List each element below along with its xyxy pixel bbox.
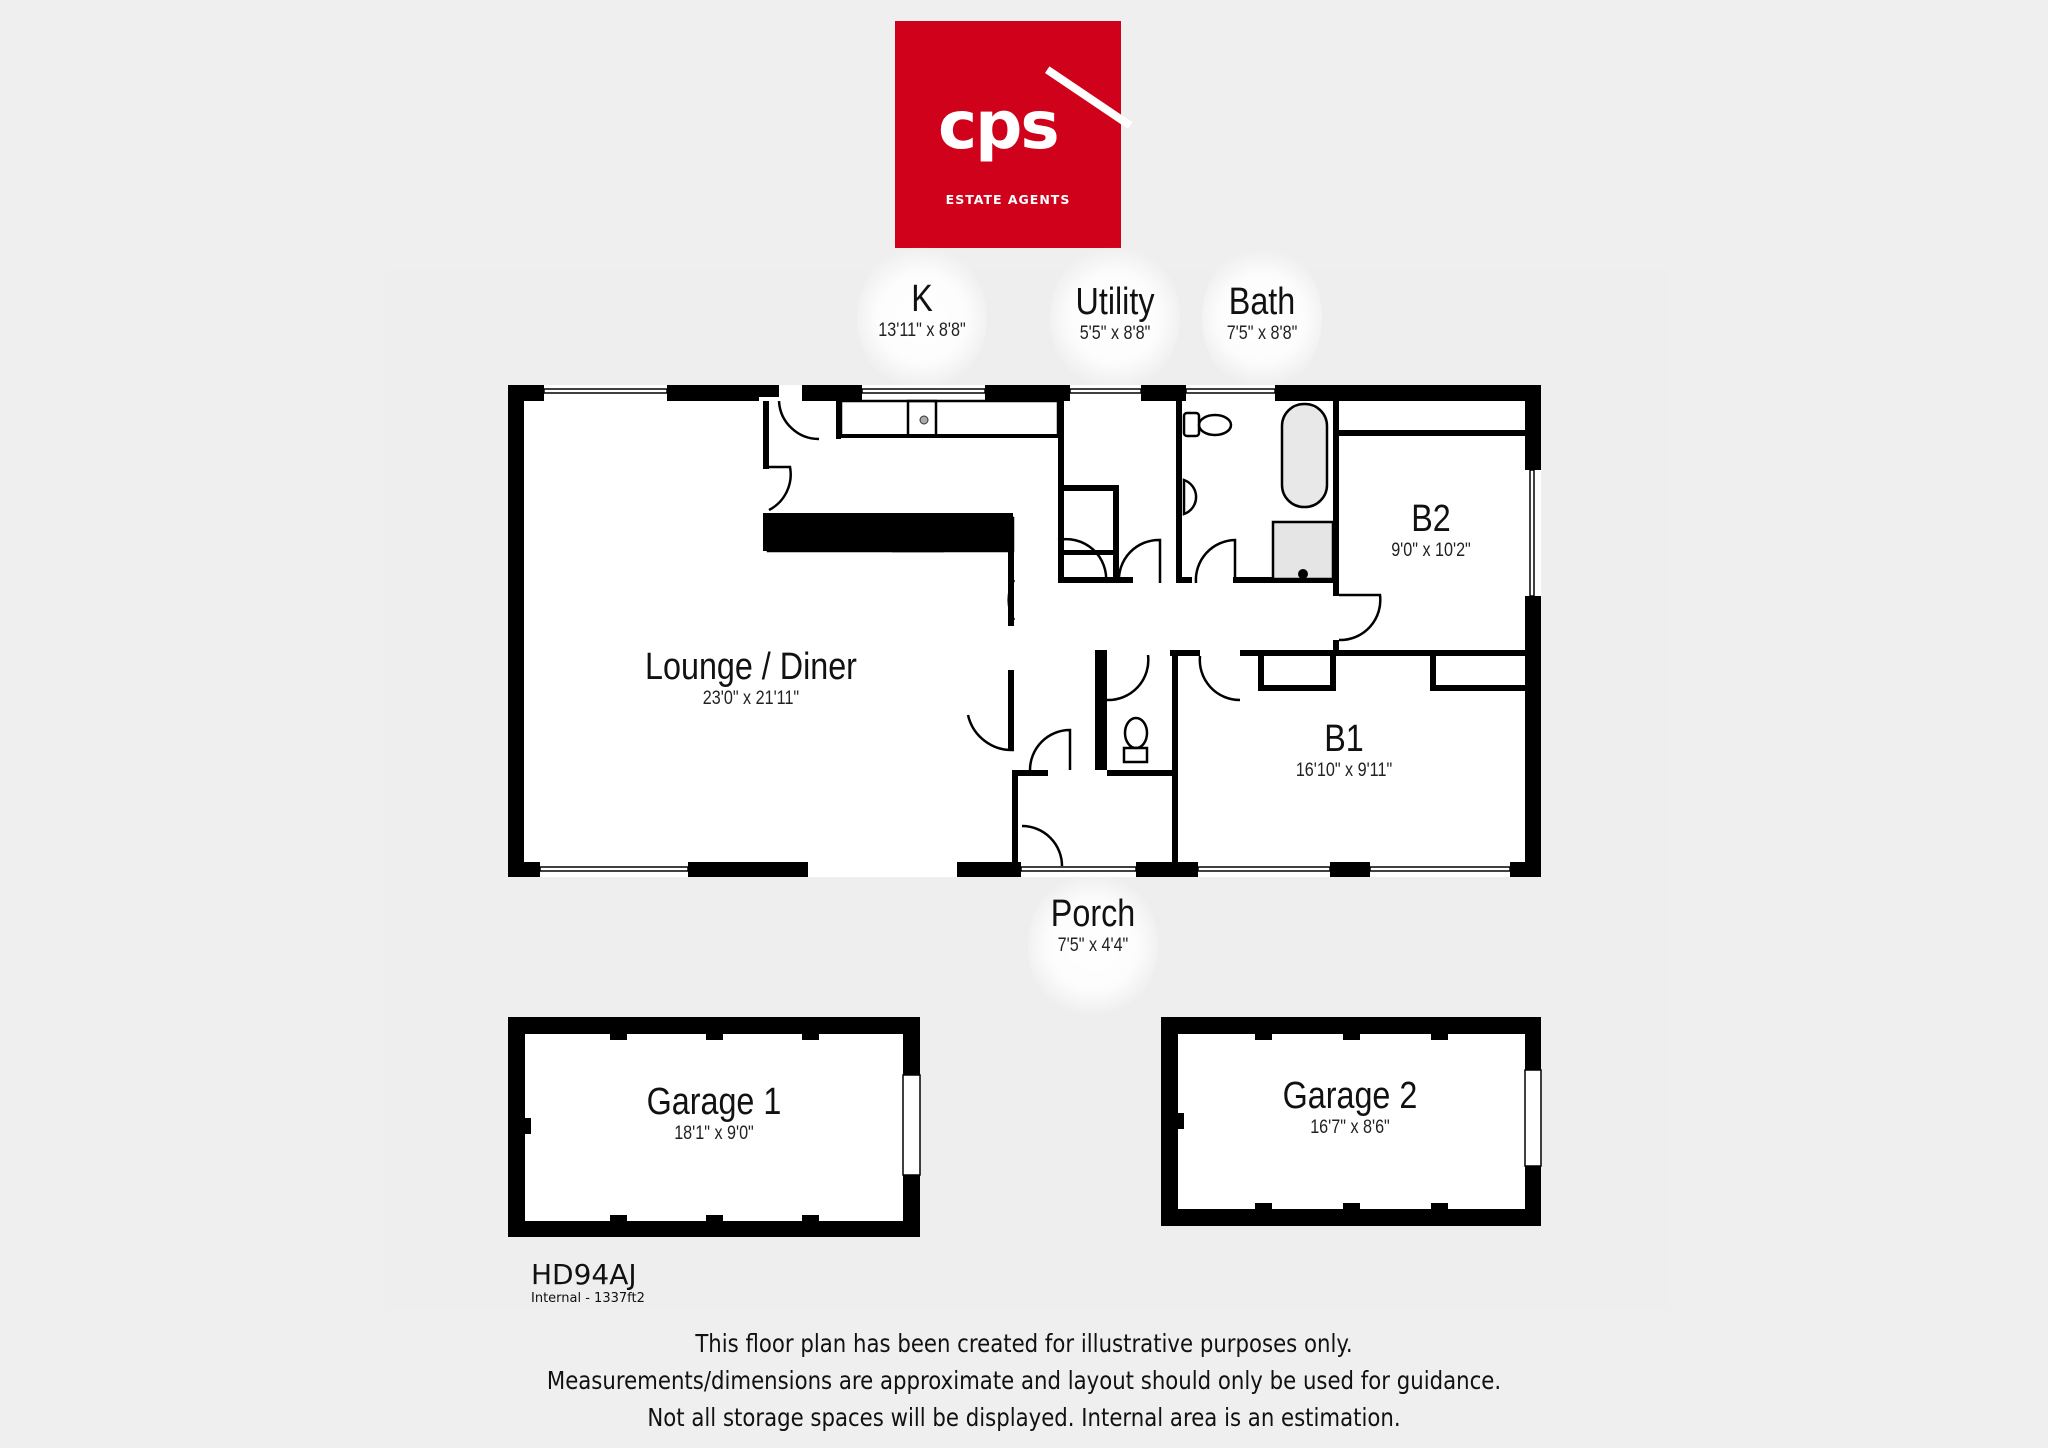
room-label-garage-2: Garage 2 16'7" x 8'6" bbox=[1271, 1075, 1429, 1140]
room-dimensions: 7'5" x 4'4" bbox=[1057, 934, 1129, 956]
cps-logo: cps ESTATE AGENTS bbox=[895, 21, 1133, 248]
room-name: Bath bbox=[1228, 281, 1296, 323]
room-dimensions: 7'5" x 8'8" bbox=[1226, 322, 1298, 344]
disclaimer-line-3: Not all storage spaces will be displayed… bbox=[647, 1403, 1401, 1432]
room-name: B1 bbox=[1324, 718, 1364, 760]
disclaimer-line-2: Measurements/dimensions are approximate … bbox=[546, 1366, 1502, 1395]
logo-brand: cps bbox=[938, 87, 1060, 164]
room-name: Lounge / Diner bbox=[645, 646, 857, 688]
room-label-lounge-diner: Lounge / Diner 23'0" x 21'11" bbox=[626, 646, 875, 711]
room-label-bath: Bath 7'5" x 8'8" bbox=[1220, 281, 1303, 346]
room-dimensions: 23'0" x 21'11" bbox=[702, 687, 800, 709]
room-label-b2: B2 9'0" x 10'2" bbox=[1384, 498, 1478, 563]
room-label-b1: B1 16'10" x 9'11" bbox=[1287, 718, 1400, 783]
kitchen-label-glow bbox=[857, 243, 987, 393]
porch-label-glow bbox=[1028, 870, 1158, 1020]
property-reference: HD94AJ Internal - 1337ft2 bbox=[531, 1258, 645, 1306]
room-dimensions: 9'0" x 10'2" bbox=[1391, 539, 1471, 561]
utility-label-glow bbox=[1050, 243, 1180, 393]
room-dimensions: 13'11" x 8'8" bbox=[878, 319, 966, 341]
room-dimensions: 18'1" x 9'0" bbox=[674, 1122, 754, 1144]
room-name: Garage 1 bbox=[646, 1081, 782, 1123]
room-label-kitchen: K 13'11" x 8'8" bbox=[871, 278, 974, 343]
room-dimensions: 16'10" x 9'11" bbox=[1295, 759, 1393, 781]
room-name: B2 bbox=[1411, 498, 1451, 540]
bath-label-glow bbox=[1202, 243, 1322, 393]
room-name: K bbox=[911, 278, 933, 320]
logo-tagline: ESTATE AGENTS bbox=[945, 192, 1071, 207]
room-name: Garage 2 bbox=[1282, 1075, 1418, 1117]
room-label-porch: Porch 7'5" x 4'4" bbox=[1043, 893, 1142, 958]
room-dimensions: 16'7" x 8'6" bbox=[1310, 1116, 1390, 1138]
reference-code: HD94AJ bbox=[531, 1258, 637, 1291]
room-label-garage-1: Garage 1 18'1" x 9'0" bbox=[635, 1081, 793, 1146]
room-name: Utility bbox=[1075, 281, 1155, 323]
room-dimensions: 5'5" x 8'8" bbox=[1079, 322, 1151, 344]
disclaimer-line-1: This floor plan has been created for ill… bbox=[695, 1329, 1353, 1358]
internal-area: Internal - 1337ft2 bbox=[531, 1290, 645, 1306]
disclaimer: This floor plan has been created for ill… bbox=[0, 1325, 2048, 1436]
room-name: Porch bbox=[1050, 893, 1136, 935]
room-label-utility: Utility 5'5" x 8'8" bbox=[1069, 281, 1162, 346]
